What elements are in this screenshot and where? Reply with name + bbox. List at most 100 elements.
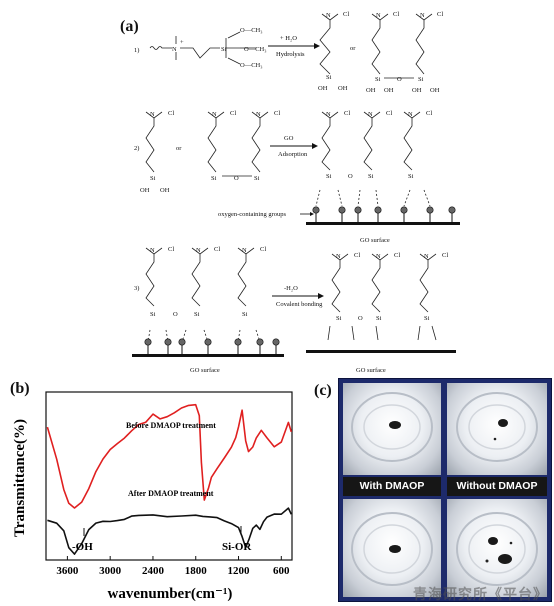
svg-text:OH: OH (338, 85, 348, 92)
svg-text:N: N (376, 12, 381, 19)
oxygen-group-marker (338, 206, 346, 214)
go-surface-bar-3b (306, 350, 456, 353)
reaction1-reagent: + H₂O (280, 35, 297, 42)
svg-text:N: N (424, 253, 429, 260)
wavy-bond (149, 46, 172, 50)
svg-text:Cl: Cl (393, 11, 399, 18)
panel-b-label: (b) (10, 380, 30, 397)
series-line-after (47, 507, 293, 555)
step-2-label: 2) (134, 145, 139, 152)
atom-n: N (172, 46, 177, 53)
watermark-text: 青海研究所《平台》 (413, 587, 548, 603)
svg-text:Si: Si (336, 315, 342, 322)
methoxy-1: O—CH₃ (240, 27, 263, 34)
methoxy-2: O—CH₃ (244, 46, 267, 53)
svg-text:N: N (242, 247, 247, 254)
svg-text:Cl: Cl (386, 110, 392, 117)
x-tick-label: 1200 (228, 565, 251, 577)
go-surface-label-3a: GO surface (190, 367, 220, 374)
go-surface-label-3b: GO surface (356, 367, 386, 374)
svg-text:N: N (150, 247, 155, 254)
methoxy-3: O—CH₃ (240, 62, 263, 69)
photo-grid: With DMAOP Without DMAOP (338, 378, 552, 602)
svg-text:Cl: Cl (437, 11, 443, 18)
svg-text:N: N (196, 247, 201, 254)
step-3-label: 3) (134, 285, 139, 292)
annotation-si-or: Si-OR (222, 541, 252, 553)
step1-atoms: N + Si O—CH₃ O—CH₃ O—CH₃ 1) (134, 27, 267, 69)
svg-text:Si: Si (418, 76, 424, 83)
svg-text:OH: OH (160, 187, 170, 194)
svg-text:N: N (420, 12, 425, 19)
caption-with-dmaop: With DMAOP (343, 477, 441, 496)
svg-text:OH: OH (412, 87, 422, 94)
svg-text:OH: OH (318, 85, 328, 92)
svg-text:Si: Si (408, 173, 414, 180)
oxygen-groups-label: oxygen-containing groups (218, 211, 287, 218)
svg-text:Si: Si (326, 74, 332, 81)
svg-text:O: O (173, 311, 178, 318)
svg-text:OH: OH (430, 87, 440, 94)
y-axis-label: Transmittance(%) (12, 419, 28, 537)
or-label-1: or (350, 45, 356, 52)
oxygen-group-marker (272, 338, 280, 346)
surface-hatch-3 (144, 338, 280, 354)
beaker-swirl-icon (456, 512, 538, 586)
svg-text:O: O (234, 175, 239, 182)
hydrolysed-products (319, 13, 433, 79)
svg-text:Si: Si (150, 311, 156, 318)
svg-text:N: N (326, 12, 331, 19)
x-tick-label: 3000 (99, 565, 122, 577)
svg-text:Si: Si (375, 76, 381, 83)
svg-text:Cl: Cl (214, 246, 220, 253)
caption-without-dmaop: Without DMAOP (447, 477, 547, 496)
x-tick-label: 3600 (56, 565, 79, 577)
photo-without-dmaop-top (447, 383, 547, 475)
reaction3-reagent: -H₂O (284, 285, 298, 292)
svg-text:N: N (368, 111, 373, 118)
scheme-step-3 (145, 247, 437, 343)
beaker-swirl-icon (456, 392, 538, 462)
svg-text:O: O (348, 173, 353, 180)
x-axis-label: wavenumber(cm⁻¹) (108, 586, 233, 602)
svg-text:Si: Si (368, 173, 374, 180)
oxygen-group-marker (256, 338, 264, 346)
svg-text:Si: Si (254, 175, 260, 182)
go-surface-label-2: GO surface (360, 237, 390, 244)
reaction2-reagent: GO (284, 135, 294, 142)
reaction3-condition: Covalent bonding (276, 301, 323, 308)
svg-text:N: N (150, 111, 155, 118)
svg-text:Cl: Cl (168, 110, 174, 117)
svg-text:OH: OH (366, 87, 376, 94)
oxygen-group-marker (400, 206, 408, 214)
oxygen-group-marker (426, 206, 434, 214)
svg-text:N: N (376, 253, 381, 260)
scheme-step-2 (145, 111, 431, 207)
svg-text:Si: Si (326, 173, 332, 180)
step-1-label: 1) (134, 47, 139, 54)
ftir-chart: Transmittance(%) wavenumber(cm⁻¹) 3600 30… (12, 391, 293, 602)
beaker-swirl-icon (351, 392, 433, 462)
svg-text:Cl: Cl (168, 246, 174, 253)
svg-text:N: N (336, 253, 341, 260)
svg-text:OH: OH (384, 87, 394, 94)
go-surface-bar-3a (132, 354, 284, 357)
panel-a-label: (a) (120, 18, 139, 35)
svg-text:Cl: Cl (230, 110, 236, 117)
svg-text:O: O (358, 315, 363, 322)
svg-text:N: N (212, 111, 217, 118)
svg-text:Si: Si (194, 311, 200, 318)
oxygen-group-marker (374, 206, 382, 214)
panel-c-label: (c) (314, 382, 332, 399)
oxygen-group-marker (164, 338, 172, 346)
beaker-swirl-icon (351, 512, 433, 586)
plot-frame (45, 391, 293, 561)
annotation-oh: -OH (72, 541, 93, 553)
series-label-before: Before DMAOP treatment (126, 421, 216, 430)
go-surface-bar-2 (306, 222, 460, 225)
svg-text:Cl: Cl (344, 110, 350, 117)
svg-text:Si: Si (376, 315, 382, 322)
oxygen-group-marker (312, 206, 320, 214)
atom-si: Si (221, 46, 227, 53)
svg-text:Si: Si (242, 311, 248, 318)
